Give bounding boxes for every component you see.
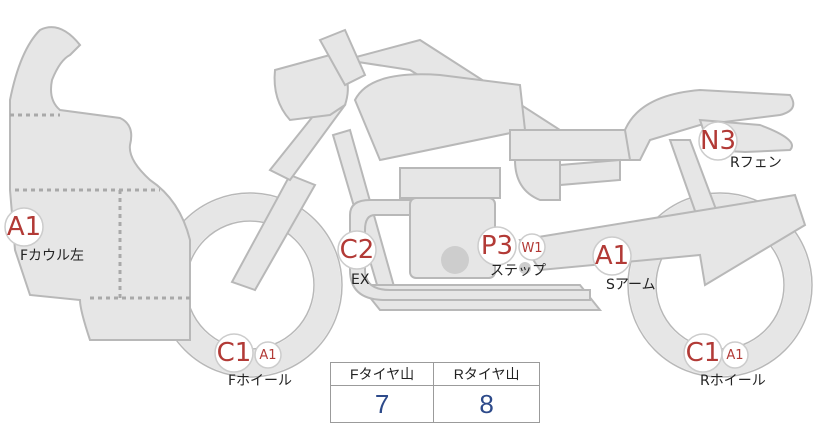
- part-code-ex: C2: [339, 235, 375, 265]
- fuel-tank: [353, 73, 527, 162]
- rear-tread-value: 8: [433, 385, 540, 423]
- part-sub-code-rear-wheel: A1: [726, 347, 744, 363]
- front-tread-value: 7: [329, 385, 435, 423]
- part-label-front-wheel: Fホイール: [228, 373, 293, 389]
- part-label-rear-wheel: Rホイール: [700, 373, 766, 389]
- part-sub-code-front-wheel: A1: [259, 347, 277, 363]
- exhaust-pipe: [349, 199, 591, 301]
- part-code-rear-fender: N3: [700, 126, 736, 156]
- rear-tread-header: Rタイヤ山: [433, 362, 540, 386]
- tire-tread-table: Fタイヤ山 Rタイヤ山 7 8: [329, 362, 540, 423]
- front-tread-header: Fタイヤ山: [329, 362, 435, 386]
- front-cowl: [9, 26, 191, 341]
- part-code-swing-arm: A1: [594, 241, 630, 271]
- part-code-front-wheel: C1: [216, 338, 252, 368]
- part-label-swing-arm: Sアーム: [606, 277, 656, 293]
- side-cover: [509, 129, 631, 161]
- engine-top: [399, 167, 501, 199]
- part-label-f-cowl-left: Fカウル左: [20, 248, 85, 264]
- swing-arm: [518, 193, 807, 287]
- part-code-f-cowl-left: A1: [6, 212, 42, 242]
- part-label-ex: EX: [351, 272, 370, 288]
- part-code-rear-wheel: C1: [685, 338, 721, 368]
- part-sub-code-step: W1: [521, 240, 543, 256]
- front-fork: [230, 173, 317, 292]
- seat: [623, 88, 795, 161]
- part-code-step: P3: [480, 231, 514, 261]
- part-label-step: ステップ: [490, 263, 546, 279]
- part-label-rear-fender: Rフェン: [730, 155, 782, 171]
